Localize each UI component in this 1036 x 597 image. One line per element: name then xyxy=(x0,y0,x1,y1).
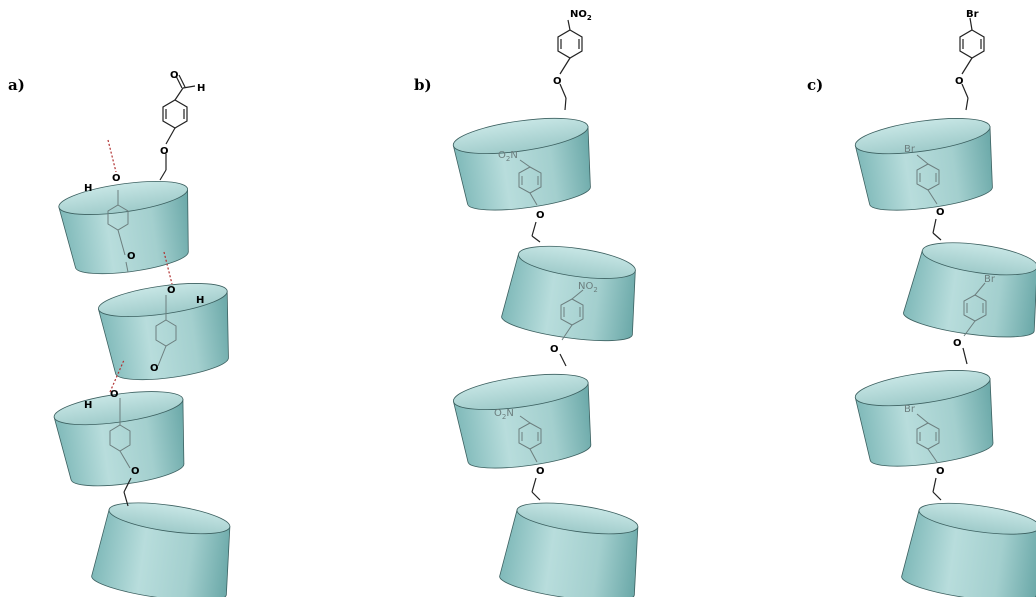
linker-bond xyxy=(531,235,541,243)
linker-bond xyxy=(531,477,537,493)
aldehyde-hydrogen: H xyxy=(197,83,205,94)
included-phenyl-ring xyxy=(107,190,129,256)
ether-oxygen: O xyxy=(953,338,962,349)
aldehyde-guest-molecule xyxy=(159,74,196,181)
bromo-group-label: Br xyxy=(966,9,979,20)
cyclodextrin-cone xyxy=(854,370,994,467)
linker-bond xyxy=(123,477,132,493)
panel-a: a) O H O O H O xyxy=(8,70,231,597)
cyclodextrin-cone xyxy=(854,118,993,211)
hydrogen-bond xyxy=(163,251,173,285)
included-nitro-label: O2N xyxy=(494,408,514,421)
panel-label-a: a) xyxy=(8,76,25,94)
hydrogen-bond xyxy=(109,359,125,393)
panel-c: c) Br O Br O xyxy=(807,9,1036,597)
cyclodextrin-cone xyxy=(501,245,636,342)
included-bromophenyl-ring xyxy=(963,282,987,337)
ether-oxygen: O xyxy=(536,466,545,477)
cyclodextrin-cone xyxy=(452,373,592,469)
hydroxyl-oxygen: O xyxy=(112,173,121,184)
nitro-group-label: NO2 xyxy=(570,9,592,22)
linker-bond xyxy=(531,491,541,501)
hydroxyl-hydrogen: H xyxy=(84,400,92,411)
ether-oxygen: O xyxy=(936,207,945,218)
included-nitrophenyl-ring xyxy=(560,289,584,341)
cyclodextrin-cone xyxy=(58,181,189,275)
ether-oxygen: O xyxy=(936,466,945,477)
ether-oxygen: O xyxy=(536,210,545,221)
ether-oxygen: O xyxy=(550,344,559,355)
linker-bond xyxy=(123,491,129,507)
hydrogen-bond xyxy=(107,139,117,173)
linker-bond xyxy=(559,353,567,367)
included-phenyl-ring xyxy=(125,261,177,367)
cyclodextrin-cone xyxy=(97,283,229,381)
ether-oxygen: O xyxy=(131,466,140,477)
included-nitro-label: O2N xyxy=(498,150,518,163)
included-nitrophenyl-ring xyxy=(518,159,542,206)
cyclodextrin-cone xyxy=(499,502,639,597)
included-bromo-label: Br xyxy=(904,404,916,415)
included-bromo-label: Br xyxy=(984,274,996,285)
panel-label-c: c) xyxy=(807,76,823,94)
hydroxyl-oxygen: O xyxy=(110,389,119,400)
ether-oxygen: O xyxy=(150,363,159,374)
hydroxyl-oxygen: O xyxy=(167,285,176,296)
ether-oxygen: O xyxy=(553,76,562,87)
included-nitro-label: NO2 xyxy=(578,281,598,294)
panel-label-b: b) xyxy=(414,76,432,94)
cyclodextrin-cone xyxy=(53,391,185,487)
cyclodextrin-cone xyxy=(452,117,591,211)
cyclodextrin-cone xyxy=(901,502,1036,597)
linker-bond xyxy=(531,221,537,237)
linker-bond xyxy=(932,232,942,241)
included-nitrophenyl-ring xyxy=(518,415,542,463)
included-phenyl-ring xyxy=(109,398,131,469)
hydroxyl-hydrogen: H xyxy=(84,183,92,194)
bromophenyl-guest-molecule xyxy=(959,17,985,111)
cyclodextrin-cone xyxy=(903,242,1036,338)
ether-oxygen: O xyxy=(160,146,169,157)
cyclodextrin-cone xyxy=(91,502,231,597)
linker-bond xyxy=(932,218,937,234)
linker-bond xyxy=(932,491,942,501)
carbonyl-oxygen: O xyxy=(170,70,179,81)
included-bromophenyl-ring xyxy=(916,154,940,205)
included-bromophenyl-ring xyxy=(916,413,940,463)
ether-oxygen: O xyxy=(127,251,136,262)
linker-bond xyxy=(962,347,968,365)
nitrophenyl-guest-molecule xyxy=(557,19,583,111)
ether-oxygen: O xyxy=(955,76,964,87)
included-bromo-label: Br xyxy=(904,144,916,155)
panel-b: b) NO2 O O2N O xyxy=(414,9,639,597)
linker-bond xyxy=(932,477,937,493)
hydroxyl-hydrogen: H xyxy=(196,295,204,306)
